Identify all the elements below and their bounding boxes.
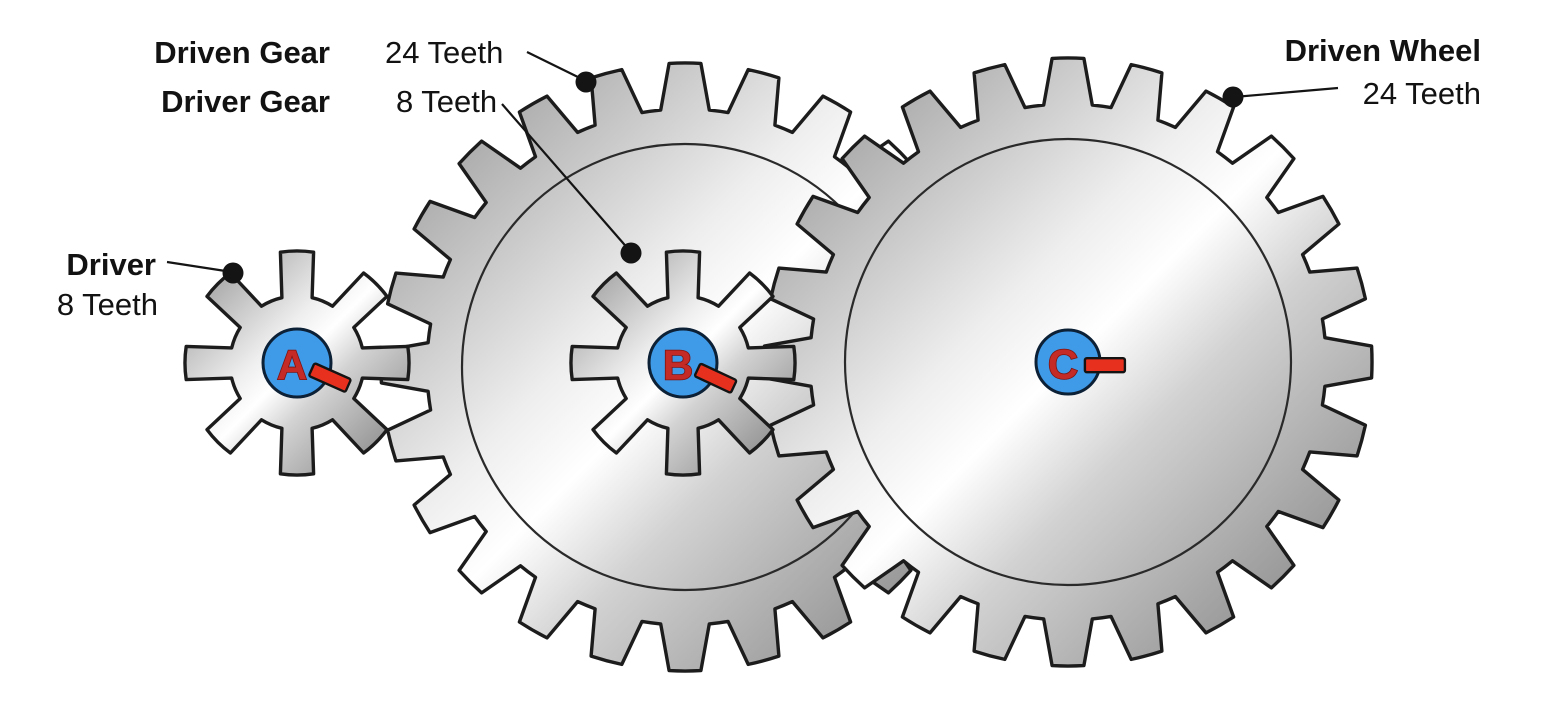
gear-b-small-hub bbox=[647, 327, 719, 399]
leader-line bbox=[1233, 86, 1339, 99]
marker-rect bbox=[1083, 357, 1127, 374]
label-driven-gear-name: Driven Gear bbox=[154, 35, 330, 70]
callout-c bbox=[1222, 86, 1339, 108]
callout-b-small bbox=[501, 103, 642, 264]
label-driver-name: Driver bbox=[66, 247, 156, 282]
gear-a-pointer-marker bbox=[308, 362, 352, 393]
marker-rect bbox=[308, 362, 352, 393]
labels-layer: Driven Gear 24 Teeth Driver Gear 8 Teeth… bbox=[57, 33, 1481, 322]
gear-a-hub bbox=[261, 327, 333, 399]
callout-a bbox=[166, 260, 244, 284]
gear-c-face-ring bbox=[843, 137, 1293, 587]
label-driven-wheel-teeth: 24 Teeth bbox=[1363, 76, 1481, 111]
gear-b-small-letter: B bbox=[663, 342, 693, 389]
gear-c-pointer-marker bbox=[1083, 357, 1127, 374]
leader-dot bbox=[222, 262, 244, 284]
gear-a-letter: A bbox=[277, 342, 307, 389]
gear-b-small-pointer-marker bbox=[693, 362, 738, 394]
label-driven-wheel-name: Driven Wheel bbox=[1285, 33, 1481, 68]
gear-b-small-driver-gear: B bbox=[569, 249, 797, 477]
leader-line bbox=[526, 51, 585, 81]
leader-line bbox=[166, 260, 233, 274]
label-driver-gear-name: Driver Gear bbox=[161, 84, 330, 119]
leader-dot bbox=[575, 71, 597, 93]
label-driven-gear-teeth: 24 Teeth bbox=[385, 35, 503, 70]
gear-a-driver: A bbox=[183, 249, 411, 477]
annotations-layer bbox=[166, 51, 1339, 284]
label-driver-teeth: 8 Teeth bbox=[57, 287, 158, 322]
marker-rect bbox=[693, 362, 738, 394]
gear-c-driven-wheel: C bbox=[762, 56, 1374, 668]
callout-b-large bbox=[526, 51, 597, 93]
label-driver-gear-teeth: 8 Teeth bbox=[396, 84, 497, 119]
gear-c-letter: C bbox=[1048, 341, 1078, 388]
leader-dot bbox=[620, 242, 642, 264]
leader-line bbox=[501, 103, 631, 252]
leader-dot bbox=[1222, 86, 1244, 108]
